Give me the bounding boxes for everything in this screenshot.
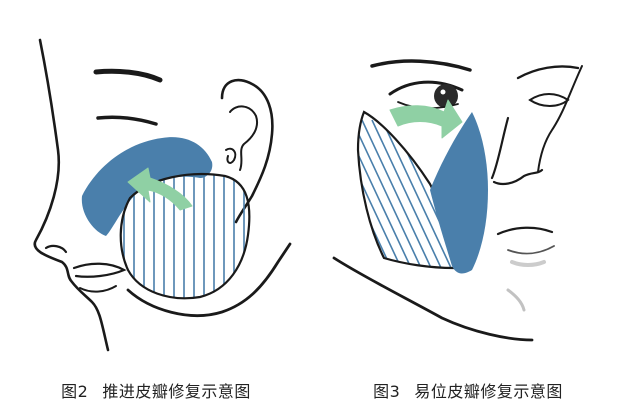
eye-highlight [440,89,446,95]
lip-shading [510,260,546,267]
ear-outline [220,78,274,224]
figure-3-title: 易位皮瓣修复示意图 [414,382,563,401]
figure-3-caption: 图3 易位皮瓣修复示意图 [312,378,624,402]
transposition-arrow-icon [389,99,463,139]
eyebrow-line [93,68,163,83]
chin-shading [506,288,526,312]
figure-3-number: 图3 [373,382,401,401]
defect-outline [356,110,456,270]
figure-2-number: 图2 [61,382,89,401]
jaw-line [126,242,292,317]
nose-bridge-line [490,116,510,180]
nose-base-line [492,168,544,186]
figure-2-caption: 图2 推进皮瓣修复示意图 [0,378,312,402]
eye-line [96,115,158,126]
jaw-line [332,256,534,342]
advancement-flap-region [81,137,213,236]
eye-iris [434,84,458,108]
defect-outline [119,173,251,300]
advancement-flap-illustration [33,38,292,352]
lip-lower-line [79,285,117,293]
eye-upper-line [388,80,464,96]
lower-lip-line [507,245,555,255]
right-brow-line [516,65,580,80]
figure-2-panel: 图2 推进皮瓣修复示意图 [0,38,312,402]
right-eye-line [528,93,570,107]
advancement-arrow-icon [127,167,193,211]
ear-lobe-line [225,147,237,164]
transposition-flap-region [430,112,488,274]
figure-3-panel: 图3 易位皮瓣修复示意图 [312,0,624,413]
eyebrow-line [370,59,472,72]
nostril-line [44,244,68,254]
transposition-flap-illustration [332,59,583,342]
ear-inner-line [229,105,258,171]
face-right-outline [537,65,583,173]
face-profile-outline [33,38,110,352]
figure-2-title: 推进皮瓣修复示意图 [102,382,251,401]
lips-line [72,262,127,278]
upper-lip-line [496,226,554,236]
